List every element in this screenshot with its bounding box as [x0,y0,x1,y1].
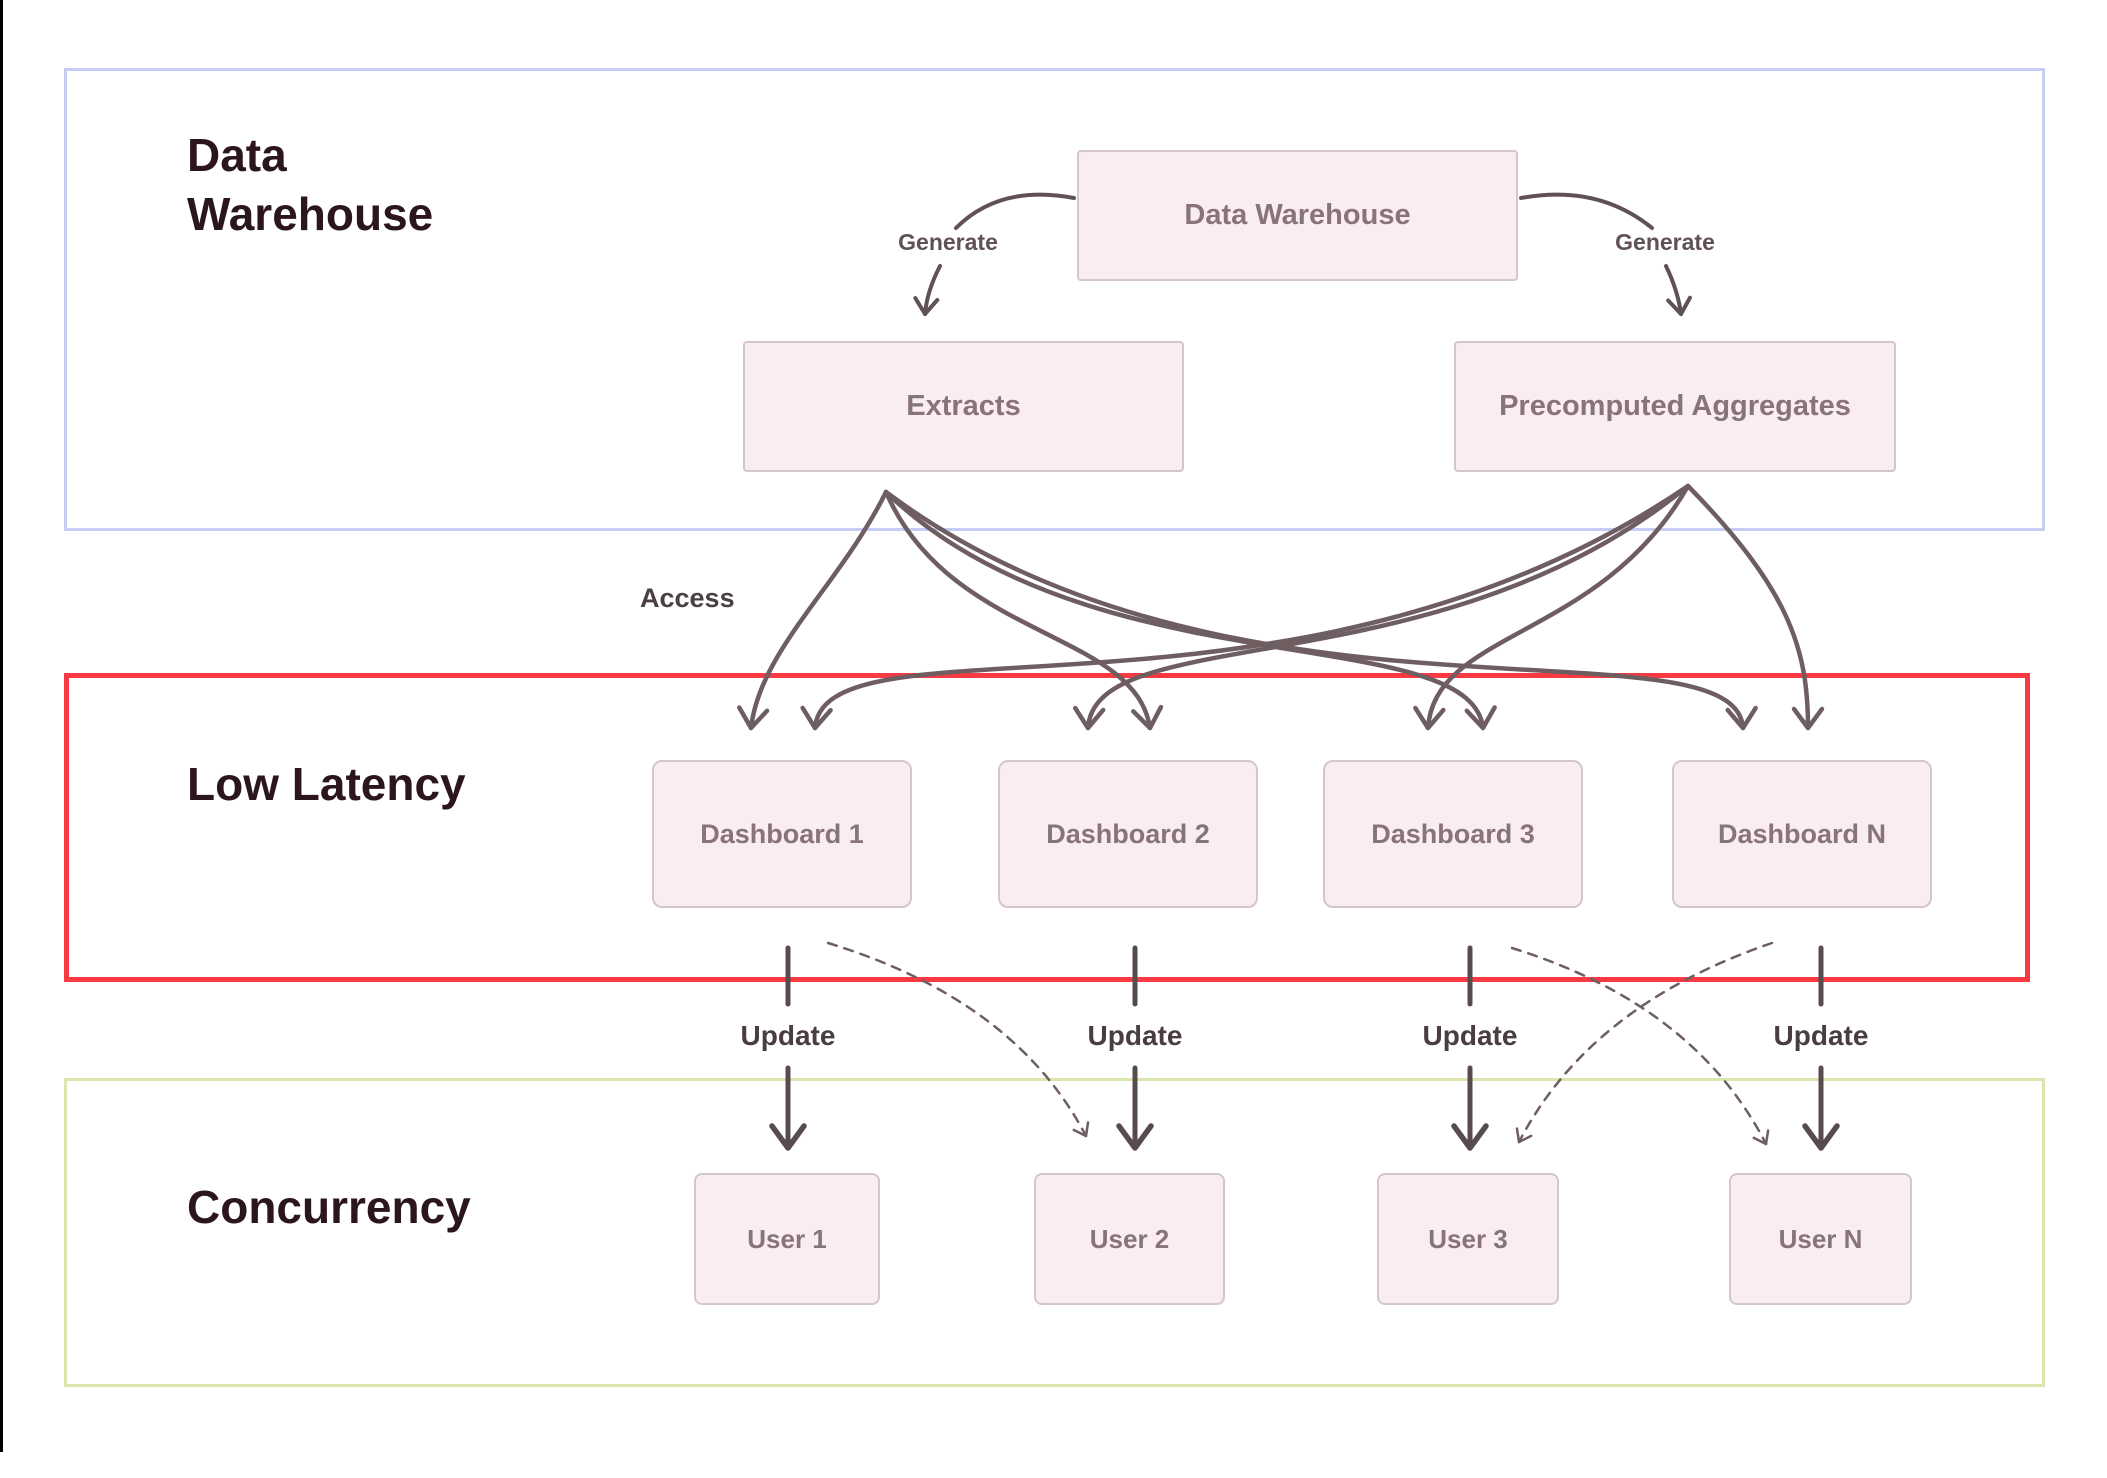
edge-dashed-dashboard-1-user-2 [826,941,1090,1138]
node-user-3: User 3 [1377,1173,1559,1305]
edge-access-precomputed-dashboard-2 [1073,483,1691,731]
node-dashboard-1: Dashboard 1 [652,760,912,908]
edge-access-extracts-dashboard-1 [737,489,889,731]
edge-label-access: Access [640,583,735,613]
edge-label-generate-right: Generate [1615,229,1715,255]
node-extracts: Extracts [743,341,1184,472]
edge-generate-left-arrow [913,264,942,316]
node-dashboard-3: Dashboard 3 [1323,760,1583,908]
section-data-warehouse [64,68,2045,531]
edge-label-update-2: Update [1087,1020,1183,1051]
node-data-warehouse: Data Warehouse [1077,150,1518,281]
window-left-edge [0,0,3,1452]
edge-access-extracts-dashboard-3 [883,489,1497,731]
edge-generate-right-arc [1519,192,1654,230]
edge-label-update-4: Update [1773,1020,1869,1051]
edge-dashed-dashboard-n-user-3 [1515,941,1774,1144]
section-low-latency [64,673,2030,982]
edge-access-precomputed-dashboard-1 [800,483,1691,731]
node-dashboard-n: Dashboard N [1672,760,1932,908]
section-title-concurrency: Concurrency [187,1181,471,1233]
edge-access-extracts-dashboard-2 [883,489,1164,731]
edge-generate-right-arrow [1664,264,1692,316]
edge-access-precomputed-dashboard-3 [1413,483,1691,731]
edge-label-update-3: Update [1422,1020,1518,1051]
edge-label-generate-left: Generate [898,229,998,255]
section-concurrency [64,1078,2045,1387]
edge-dashed-dashboard-3-user-n [1510,946,1770,1146]
edge-label-update-1: Update [740,1020,836,1051]
edge-access-precomputed-dashboard-n [1685,483,1825,731]
edge-generate-left-arc [954,192,1076,230]
node-user-2: User 2 [1034,1173,1225,1305]
node-user-1: User 1 [694,1173,880,1305]
section-title-low-latency: Low Latency [187,758,466,810]
node-user-n: User N [1729,1173,1912,1305]
node-precomputed-aggregates: Precomputed Aggregates [1454,341,1896,472]
section-title-data-warehouse: Data Warehouse [187,129,434,240]
edge-access-extracts-dashboard-n [883,489,1758,731]
node-dashboard-2: Dashboard 2 [998,760,1258,908]
